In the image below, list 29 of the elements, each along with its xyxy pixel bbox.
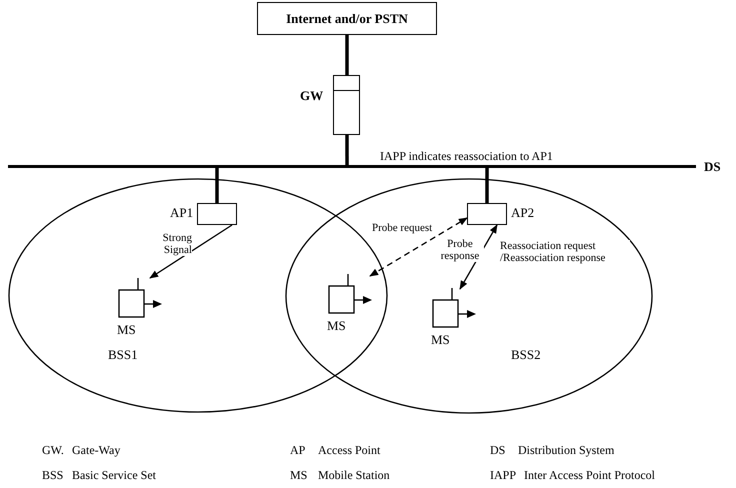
- legend-description: Access Point: [318, 444, 380, 456]
- network-box: Internet and/or PSTN: [257, 2, 437, 35]
- legend-abbreviation: GW.: [42, 444, 64, 456]
- connector-line: [345, 135, 349, 166]
- edge-label: Probe request: [372, 222, 432, 234]
- connector-line: [345, 35, 349, 75]
- legend-abbreviation: BSS: [42, 469, 64, 481]
- legend-description: Inter Access Point Protocol: [524, 469, 655, 481]
- legend-abbreviation: DS: [490, 444, 506, 456]
- node-label: AP1: [170, 206, 194, 220]
- dashed-arrow: [369, 217, 468, 277]
- legend-description: Gate-Way: [72, 444, 120, 456]
- node-label: DS: [704, 160, 721, 174]
- legend-description: Distribution System: [518, 444, 614, 456]
- legend-abbreviation: MS: [290, 469, 308, 481]
- node-label: MS: [431, 333, 450, 347]
- node-label: BSS2: [511, 348, 541, 362]
- node-label: MS: [117, 323, 136, 337]
- node-label: BSS1: [108, 348, 138, 362]
- node-label: AP2: [511, 206, 534, 220]
- legend-description: Basic Service Set: [72, 469, 156, 481]
- edge-label: Reassociation request /Reassociation response: [500, 240, 630, 264]
- legend-description: Mobile Station: [318, 469, 390, 481]
- node-label: GW: [300, 89, 324, 103]
- node-label: MS: [327, 319, 346, 333]
- legend-abbreviation: AP: [290, 444, 306, 456]
- bus-note: IAPP indicates reassociation to AP1: [380, 150, 553, 162]
- legend-abbreviation: IAPP: [490, 469, 516, 481]
- arrow: [149, 224, 232, 279]
